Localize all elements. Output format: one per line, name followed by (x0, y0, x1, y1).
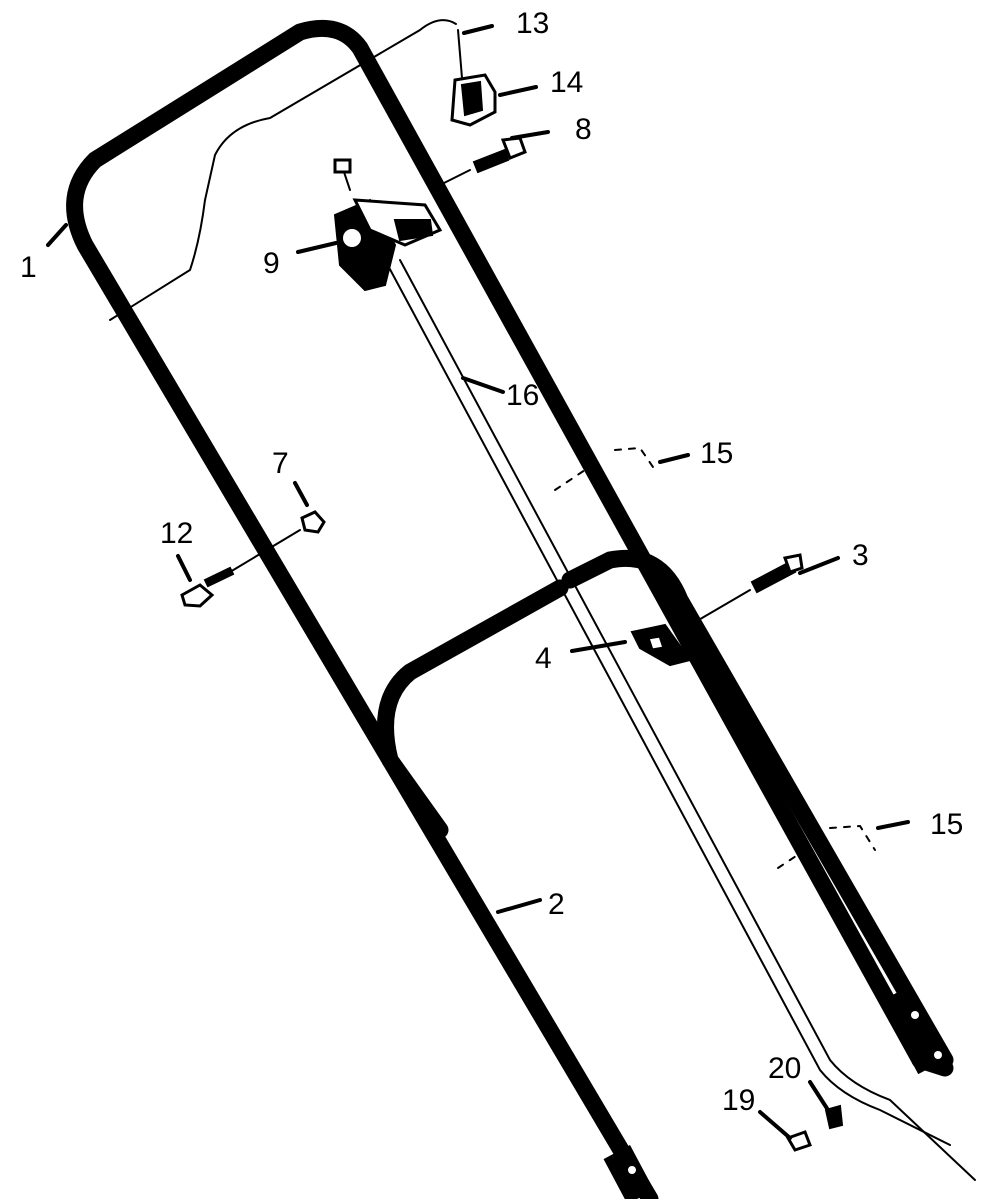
lower-handle (364, 549, 954, 1069)
leader-lines (46, 24, 910, 1140)
callout-4: 4 (535, 642, 552, 675)
cable-clip (450, 29, 497, 127)
callout-13: 13 (516, 7, 549, 40)
callout-1: 1 (20, 251, 37, 284)
handle-end-right (879, 985, 949, 1075)
cable-tie-lower (777, 824, 876, 869)
handle-end-left (603, 1145, 654, 1199)
callout-14: 14 (550, 66, 583, 99)
control-bracket (333, 158, 443, 292)
fasteners-bottom (785, 1104, 844, 1152)
callout-12: 12 (160, 517, 193, 550)
callout-3: 3 (852, 539, 869, 572)
lever-bolt-right (630, 553, 804, 667)
callout-7: 7 (272, 447, 289, 480)
control-cable (384, 259, 976, 1181)
callout-2: 2 (548, 888, 565, 921)
callout-16: 16 (506, 379, 539, 412)
callout-9: 9 (263, 247, 280, 280)
callout-15-upper: 15 (700, 437, 733, 470)
callout-8: 8 (575, 113, 592, 146)
knob-bolt-left (180, 510, 326, 608)
callout-labels: 1 2 3 4 7 8 9 12 13 14 15 15 16 19 20 (20, 7, 963, 1117)
spring-bolt-upper (439, 136, 527, 186)
wire-loop (109, 19, 457, 321)
callout-19: 19 (722, 1084, 755, 1117)
callout-20: 20 (768, 1052, 801, 1085)
cable-tie-upper (554, 446, 656, 491)
callout-15-lower: 15 (930, 808, 963, 841)
